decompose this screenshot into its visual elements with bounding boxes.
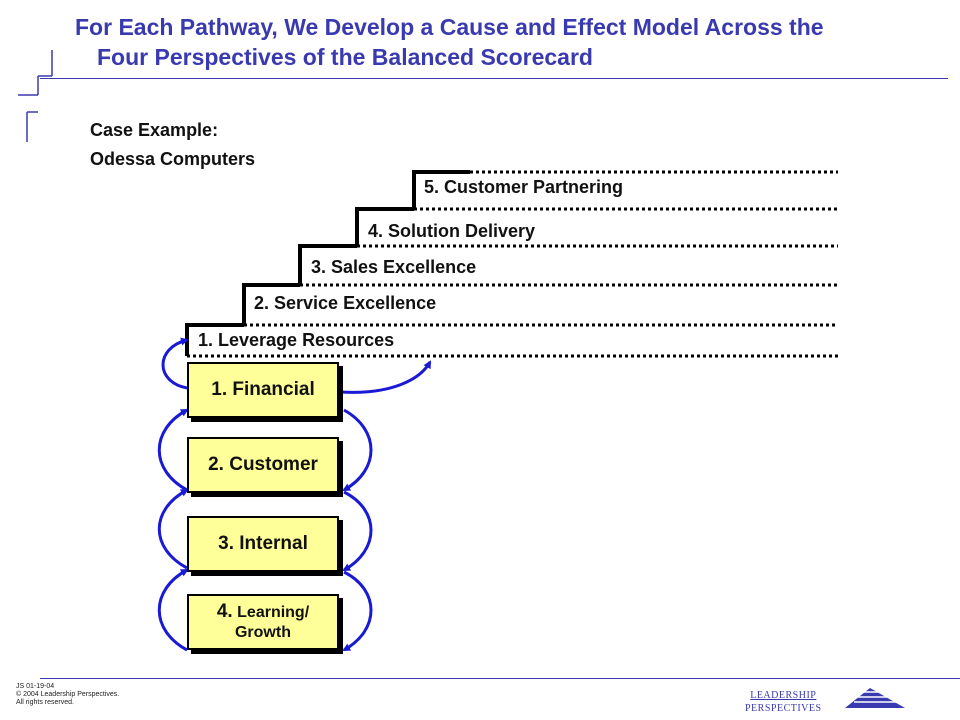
- step-1-edge: [185, 323, 244, 356]
- perspective-label: 2. Customer: [208, 454, 318, 475]
- arrow-internal-to-learning-right: [342, 570, 373, 652]
- footer-doc-id: JS 01-19-04: [16, 683, 55, 690]
- step-4-edge: [355, 207, 414, 246]
- footer-copyright-line: © 2004 Leadership Perspectives.: [16, 691, 120, 698]
- cause-effect-arrows: [157, 337, 432, 652]
- footer-rule: [40, 678, 960, 679]
- footer-rights-line: All rights reserved.: [16, 699, 74, 706]
- perspective-label: 3. Internal: [218, 533, 308, 554]
- pathway-label-5: 5. Customer Partnering: [424, 177, 624, 197]
- logo-line-1: LEADERSHIP: [750, 690, 817, 701]
- perspective-label-a: Learning/: [237, 603, 310, 621]
- arrow-customer-to-financial-left: [157, 408, 189, 492]
- perspective-box-learning-growth: 4. Learning/ Growth: [187, 594, 339, 650]
- arrow-internal-to-customer-left: [157, 488, 189, 570]
- arrow-financial-left-loop: [161, 337, 189, 390]
- case-example: Case Example: Odessa Computers: [90, 116, 255, 174]
- pathway-label-3: 3. Sales Excellence: [311, 257, 477, 277]
- step-2-edge: [242, 283, 300, 325]
- pathway-label-2: 2. Service Excellence: [254, 293, 437, 313]
- header-rule: [40, 78, 948, 79]
- staircase: [185, 170, 470, 356]
- perspective-box-internal: 3. Internal: [187, 516, 339, 572]
- logo-text: LEADERSHIP PERSPECTIVES: [745, 689, 822, 715]
- arrow-learning-to-internal-left: [157, 568, 189, 652]
- perspective-number: 4.: [216, 600, 233, 622]
- page-title: For Each Pathway, We Develop a Cause and…: [75, 12, 955, 72]
- perspective-label: 1. Financial: [211, 379, 315, 400]
- title-line-1: For Each Pathway, We Develop a Cause and…: [75, 14, 824, 40]
- case-example-heading: Case Example:: [90, 120, 219, 140]
- corner-decoration: [18, 50, 53, 142]
- step-5-edge: [412, 170, 470, 209]
- pathway-label-1: 1. Leverage Resources: [198, 330, 395, 350]
- pathway-label-4: 4. Solution Delivery: [368, 221, 536, 241]
- title-line-2: Four Perspectives of the Balanced Scorec…: [97, 44, 593, 70]
- perspective-box-customer: 2. Customer: [187, 437, 339, 493]
- arrow-customer-to-internal-right: [342, 490, 373, 572]
- perspective-label-b: Growth: [234, 623, 291, 641]
- footer-copyright: JS 01-19-04 © 2004 Leadership Perspectiv…: [16, 683, 119, 707]
- leadership-perspectives-logo-icon: [845, 688, 905, 708]
- logo-line-2: PERSPECTIVES: [745, 703, 822, 714]
- arrow-financial-to-customer-right: [342, 408, 373, 492]
- dotted-guides: [187, 170, 838, 358]
- perspective-box-financial: 1. Financial: [187, 362, 339, 418]
- arrow-financial-to-leverage: [339, 360, 432, 394]
- case-example-company: Odessa Computers: [90, 149, 256, 169]
- step-3-edge: [298, 244, 357, 285]
